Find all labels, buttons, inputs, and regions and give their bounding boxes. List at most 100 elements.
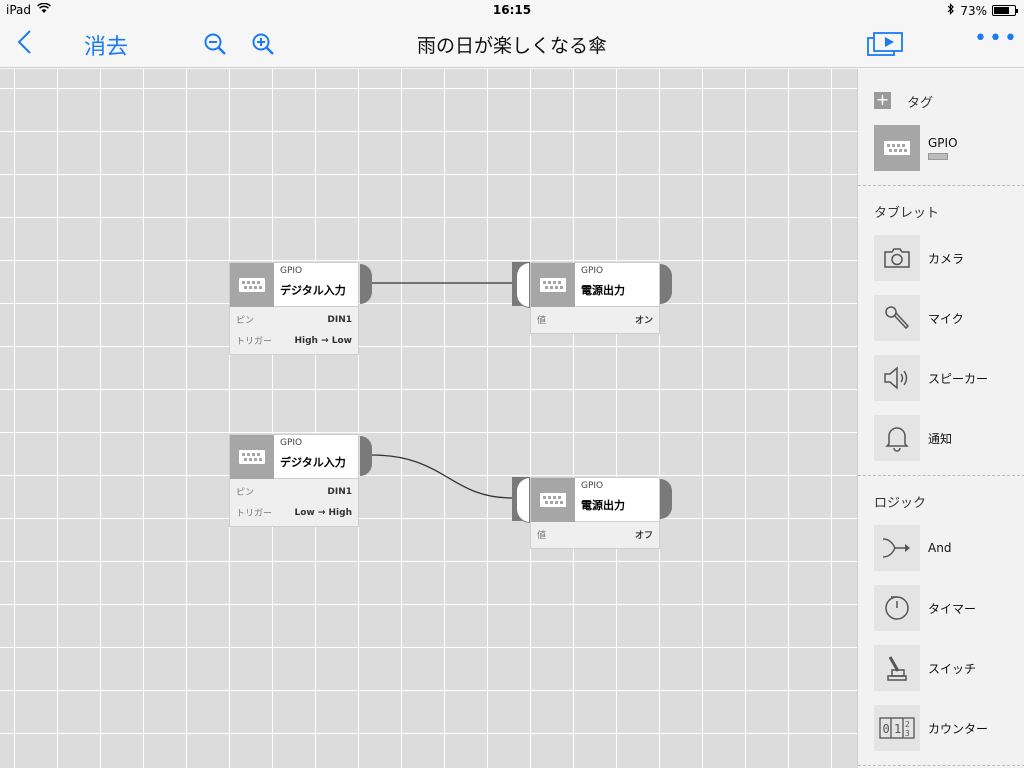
gpio-icon [531, 263, 575, 307]
svg-text:1: 1 [894, 722, 901, 736]
palette-item-camera[interactable]: カメラ [874, 235, 964, 281]
zoom-out-icon [204, 33, 226, 55]
palette-item-notification[interactable]: 通知 [874, 415, 952, 461]
node-category: GPIO [280, 438, 303, 448]
gpio-icon [230, 263, 274, 307]
timer-icon [874, 585, 920, 631]
battery-percent: 73% [960, 3, 987, 18]
node-params: 値 オン [530, 306, 660, 334]
output-port[interactable] [660, 264, 672, 304]
zoom-out-button[interactable] [203, 32, 229, 62]
section-title-tags: タグ [907, 96, 934, 111]
palette-item-label: スイッチ [928, 661, 977, 676]
node-header: GPIO デジタル入力 [229, 262, 359, 307]
status-time: 16:15 [492, 3, 532, 17]
palette-item-switch[interactable]: スイッチ [874, 645, 976, 691]
param-key: 値 [537, 531, 547, 541]
input-port[interactable] [512, 262, 530, 308]
param-value: DIN1 [327, 486, 352, 497]
node-category: GPIO [581, 481, 604, 491]
param-value: Low → High [294, 507, 352, 518]
param-key: トリガー [236, 337, 273, 347]
param-row: 値 オン [537, 309, 653, 330]
svg-text:2: 2 [905, 720, 910, 729]
param-key: 値 [537, 316, 547, 326]
palette-item-label: カウンター [928, 721, 989, 736]
palette-item-and[interactable]: And [874, 525, 951, 571]
navigation-bar: 消去 雨の日が楽しくなる傘 ••• [0, 20, 1024, 68]
add-tag-button[interactable]: + [874, 92, 891, 109]
param-value: High → Low [294, 335, 352, 346]
output-port[interactable] [360, 264, 372, 304]
divider [858, 475, 1024, 476]
param-value: オフ [634, 531, 653, 541]
param-row: トリガー High → Low [236, 330, 352, 351]
gpio-icon [874, 125, 920, 171]
palette-item-label: カメラ [928, 251, 965, 266]
wire-2[interactable] [371, 454, 513, 499]
more-button[interactable]: ••• [974, 26, 1019, 51]
gpio-icon [230, 435, 274, 479]
palette-item-mic[interactable]: マイク [874, 295, 964, 341]
param-row: トリガー Low → High [236, 502, 352, 523]
and-merge-icon [874, 525, 920, 571]
node-digital-input-1[interactable]: GPIO デジタル入力 ピン DIN1 トリガー High → Low [229, 262, 359, 355]
param-key: トリガー [236, 509, 273, 519]
node-power-output-1[interactable]: GPIO 電源出力 値 オン [530, 262, 660, 334]
node-power-output-2[interactable]: GPIO 電源出力 値 オフ [530, 477, 660, 549]
param-row: 値 オフ [537, 524, 653, 545]
battery-icon [992, 5, 1018, 16]
node-name: 電源出力 [581, 284, 625, 297]
palette-item-timer[interactable]: タイマー [874, 585, 976, 631]
microphone-icon [874, 295, 920, 341]
flow-canvas[interactable]: GPIO デジタル入力 ピン DIN1 トリガー High → Low GPIO 電… [0, 69, 857, 768]
battery-fill [994, 7, 1009, 14]
divider [858, 765, 1024, 766]
node-header: GPIO デジタル入力 [229, 434, 359, 479]
node-name: デジタル入力 [280, 456, 346, 469]
svg-text:0: 0 [883, 722, 890, 736]
node-params: 値 オフ [530, 521, 660, 549]
zoom-in-button[interactable] [251, 32, 277, 62]
node-name: デジタル入力 [280, 284, 346, 297]
node-category: GPIO [581, 266, 604, 276]
divider [858, 185, 1024, 186]
node-params: ピン DIN1 トリガー High → Low [229, 306, 359, 355]
clear-button[interactable]: 消去 [84, 35, 129, 60]
zoom-in-icon [252, 33, 274, 55]
back-button[interactable] [14, 28, 38, 58]
palette-item-speaker[interactable]: スピーカー [874, 355, 988, 401]
lever-switch-icon [874, 645, 920, 691]
param-row: ピン DIN1 [236, 309, 352, 330]
chevron-left-icon [17, 30, 31, 54]
status-bar: iPad 16:15 73% [0, 0, 1024, 20]
input-port[interactable] [512, 477, 530, 523]
palette-item-gpio[interactable]: GPIO [874, 125, 958, 171]
param-value: DIN1 [327, 314, 352, 325]
node-header: GPIO 電源出力 [530, 262, 660, 307]
section-title-logic: ロジック [874, 496, 927, 511]
bell-icon [874, 415, 920, 461]
palette-item-label: GPIO [928, 136, 958, 150]
output-port[interactable] [360, 436, 372, 476]
param-value: オン [634, 316, 653, 326]
bluetooth-icon [947, 3, 955, 18]
wifi-icon [37, 2, 51, 17]
camera-icon [874, 235, 920, 281]
palette-item-label: マイク [928, 311, 964, 326]
node-name: 電源出力 [581, 499, 625, 512]
speaker-icon [874, 355, 920, 401]
param-key: ピン [236, 316, 255, 326]
device-name: iPad [6, 3, 32, 17]
output-port[interactable] [660, 479, 672, 519]
present-button[interactable] [866, 30, 904, 62]
node-category: GPIO [280, 266, 303, 276]
more-dots-icon: ••• [974, 26, 1019, 51]
palette-item-label: And [928, 541, 952, 555]
connection-wires [371, 282, 513, 499]
